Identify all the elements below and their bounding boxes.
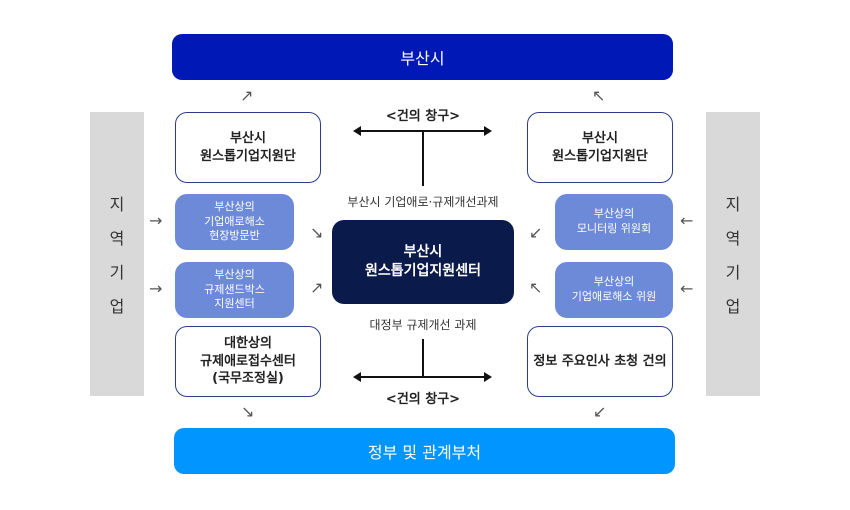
bottom-channel-title: <건의 창구> (385, 392, 461, 407)
left-sandbox-center: 부산상의 규제샌드박스 지원센터 (175, 262, 294, 318)
box-label: 대한상의 규제애로접수센터 (국무조정실) (200, 336, 296, 387)
busan-city-label: 부산시 (400, 49, 445, 68)
arrow-up-left-icon: ↖ (592, 86, 606, 105)
left-field-visit-team: 부산상의 기업애로해소 현장방문반 (175, 194, 294, 250)
right-official-invitation: 정보 주요인사 초청 건의 (527, 326, 673, 397)
box-label: 부산상의 규제샌드박스 지원센터 (204, 267, 265, 311)
onestop-support-center: 부산시 원스톱기업지원센터 (332, 220, 514, 304)
arrow-down-right-icon: ↘ (310, 223, 324, 242)
left-korea-chamber-center: 대한상의 규제애로접수센터 (국무조정실) (175, 326, 321, 397)
side-char: 지 (109, 195, 125, 214)
regional-companies-right: 지 역 기 업 (706, 112, 760, 396)
side-char: 기 (725, 263, 741, 282)
box-label: 부산상의 기업애로해소 위원 (571, 275, 657, 303)
box-label: 부산시 원스톱기업지원단 (552, 130, 648, 164)
right-onestop-support-team: 부산시 원스톱기업지원단 (527, 112, 673, 183)
government-bar: 정부 및 관계부처 (174, 428, 675, 474)
right-monitoring-committee: 부산상의 모니터링 위원회 (555, 194, 673, 250)
side-char: 업 (109, 297, 125, 316)
bottom-channel-h-line (358, 376, 488, 378)
regional-companies-left: 지 역 기 업 (90, 112, 144, 396)
arrow-right-icon: → (149, 211, 163, 230)
bottom-channel-left-arrowhead (353, 372, 361, 382)
top-channel-right-arrowhead (484, 126, 492, 136)
government-label: 정부 및 관계부처 (367, 443, 482, 462)
top-channel-caption: 부산시 기업애로·규제개선과제 (347, 195, 499, 209)
bottom-channel-right-arrowhead (484, 372, 492, 382)
bottom-channel-v-line (422, 339, 424, 377)
box-label: 부산상의 모니터링 위원회 (576, 207, 652, 235)
side-char: 역 (109, 229, 125, 248)
bottom-channel-caption: 대정부 규제개선 과제 (369, 318, 477, 332)
side-char: 역 (725, 229, 741, 248)
arrow-up-left-icon: ↖ (529, 278, 543, 297)
arrow-up-right-icon: ↗ (310, 278, 324, 297)
box-label: 정보 주요인사 초청 건의 (533, 353, 667, 369)
top-channel-left-arrowhead (353, 126, 361, 136)
box-label: 부산상의 기업애로해소 현장방문반 (204, 199, 265, 243)
left-onestop-support-team: 부산시 원스톱기업지원단 (175, 112, 321, 183)
right-difficulty-committee: 부산상의 기업애로해소 위원 (555, 262, 673, 318)
arrow-down-left-icon: ↙ (593, 402, 607, 421)
side-char: 기 (109, 263, 125, 282)
top-channel-v-line (422, 131, 424, 186)
arrow-up-right-icon: ↗ (240, 86, 254, 105)
box-label: 부산시 원스톱기업지원단 (200, 130, 296, 164)
arrow-down-right-icon: ↘ (241, 402, 255, 421)
arrow-right-icon: → (149, 279, 163, 298)
side-char: 지 (725, 195, 741, 214)
top-channel-title: <건의 창구> (385, 109, 461, 124)
arrow-left-icon: ← (680, 279, 694, 298)
side-char: 업 (725, 297, 741, 316)
busan-city-bar: 부산시 (172, 34, 673, 80)
center-label: 부산시 원스톱기업지원센터 (365, 244, 481, 279)
arrow-left-icon: ← (680, 211, 694, 230)
arrow-down-left-icon: ↙ (529, 223, 543, 242)
